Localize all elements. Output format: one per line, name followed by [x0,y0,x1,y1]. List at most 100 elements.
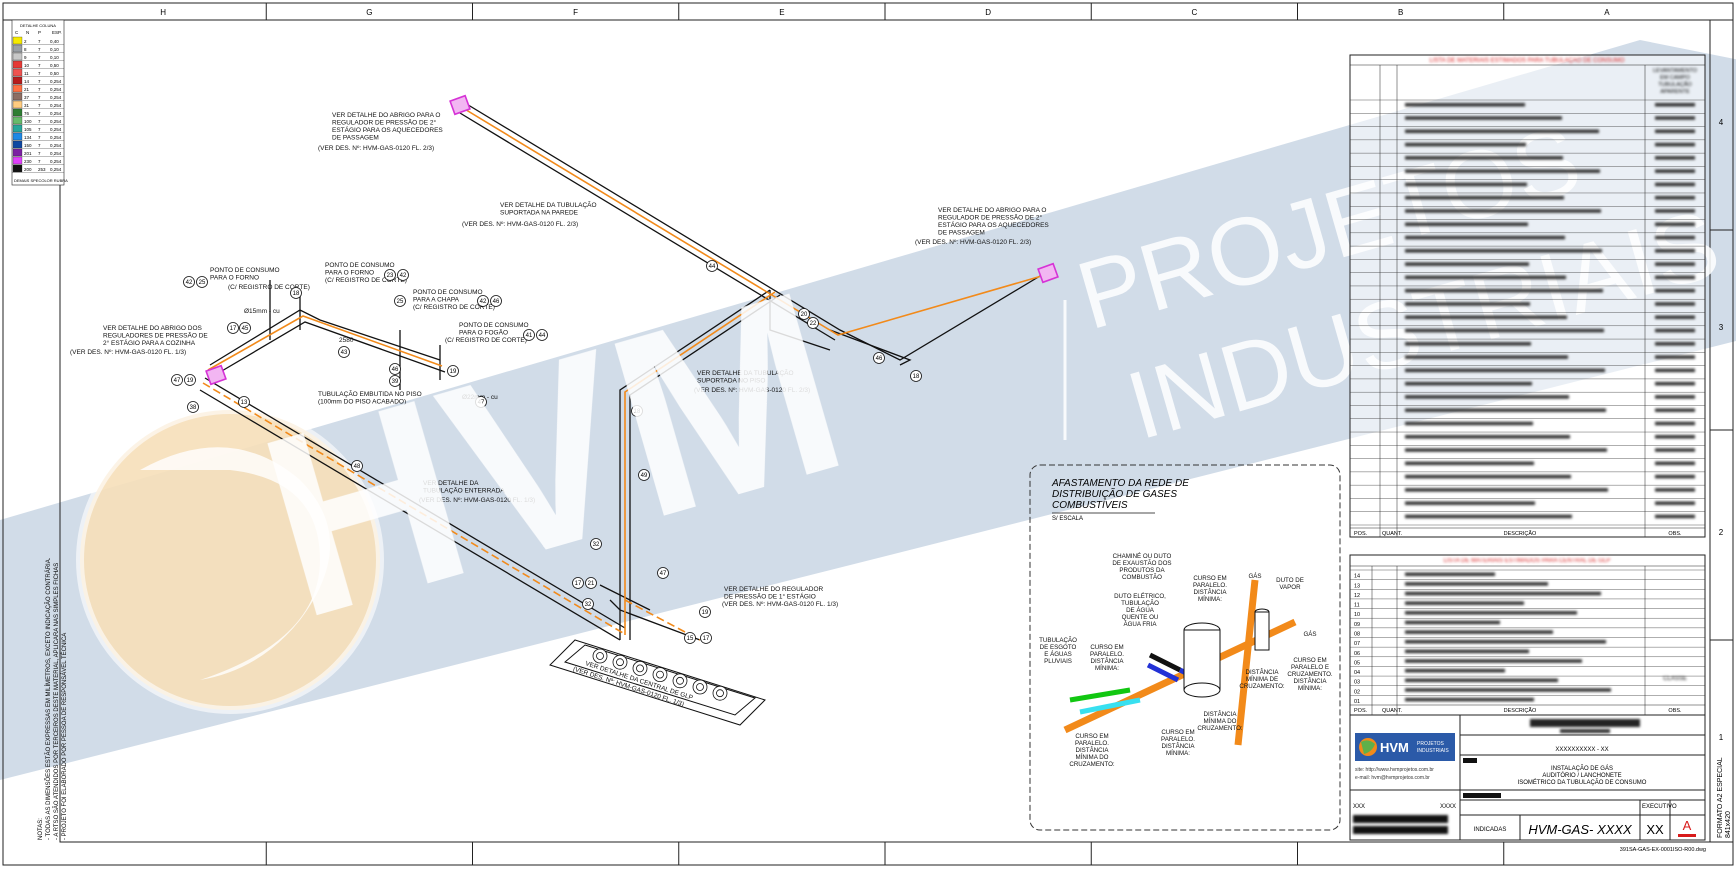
label-distancia-cruzamento-mid: MÍNIMA DE [1246,676,1278,683]
reference-balloon [873,352,885,364]
reference-balloon [187,401,199,413]
legend-n: 11 [24,71,29,76]
reference-balloon [523,329,535,341]
legend-p: 7 [38,63,41,68]
materials-top-row-desc [1405,156,1563,160]
legend-esp: 0,254 [50,103,62,108]
label-curso-paralelo-top: CURSO EM [1193,575,1226,582]
watermark-background [0,40,1736,780]
reference-balloon [397,269,409,281]
materials-top-row-obs [1655,514,1695,519]
materials-top-row-obs [1655,288,1695,293]
callout-tubulacao-enterrada-ref: (VER DES. Nº: HVM-GAS-0120 FL. 1/3) [419,497,535,504]
materials-top-col-header: TUBULAÇÃO [1658,81,1692,88]
logo-hvm: HVM [1380,740,1409,755]
materials-top-row-desc [1405,328,1604,333]
materials-bottom-row-desc [1405,582,1548,586]
callout-abrigo-top: VER DETALHE DO ABRIGO PARA O [332,112,440,119]
label-curso-paralelo-top: PARALELO. [1193,582,1227,589]
materials-top-row-desc [1405,182,1527,187]
legend-esp: 0,254 [50,159,62,164]
label-duto-eletrico: ÁGUA FRIA [1123,621,1157,628]
label-curso-bottom-mid: PARALELO. [1161,736,1195,743]
materials-bottom-row-desc [1405,630,1553,634]
reference-balloon [171,374,183,386]
materials-bottom-pos: 08 [1354,632,1360,638]
materials-top-col-header: APARENTE [1660,89,1690,95]
reference-balloon [394,295,406,307]
materials-top-row-desc [1405,448,1607,452]
callout-abrigo-top: REGULADOR DE PRESSÃO DE 2° [332,118,436,127]
materials-top-row-desc [1405,275,1566,280]
materials-bottom-row-desc [1405,572,1495,576]
legend-esp: 0,254 [50,127,62,132]
legend-p: 253 [38,167,46,172]
balloon-number: 17 [703,636,710,642]
grid-column-label: H [160,8,166,17]
description-line: INSTALAÇÃO DE GÁS [1551,765,1613,772]
materials-bottom-pos: 13 [1354,583,1360,589]
materials-top-row-desc [1405,501,1535,505]
materials-top-row-obs [1655,461,1695,466]
materials-bottom-row-desc [1405,620,1500,625]
dim-2580: 2580 [339,337,354,344]
note-line: - PROJETO FOI ELABORADO POR PESSOA DE RE… [61,633,68,840]
balloon-number: 25 [397,299,404,305]
label-chamine: DE EXAUSTÃO DOS [1112,560,1171,567]
legend-n: 10 [24,63,30,68]
legend-esp: 0,254 [50,79,62,84]
legend-esp: 0,254 [50,111,62,116]
materials-bottom-header: POS. [1354,708,1368,714]
legend-swatch [12,124,23,133]
legend-swatch [12,116,23,125]
materials-bottom-pos: 14 [1354,574,1360,580]
materials-top-row-desc [1405,222,1528,227]
label-curso-paralelo-top: DISTÂNCIA [1193,589,1227,596]
afastamento-scale: S/ ESCALA [1052,516,1083,522]
materials-bottom-pos: 02 [1354,689,1360,695]
legend-p: 7 [38,47,41,52]
materials-table-glp: LISTA DE MATERIAIS ESTIMADOS PARA CENTRA… [1349,554,1706,716]
reference-balloon [585,577,597,589]
materials-bottom-row-desc [1405,591,1601,596]
callout-ponto-fogao: PONTO DE CONSUMO [459,322,529,329]
materials-top-row-desc [1405,355,1568,359]
materials-bottom-row-desc [1405,688,1611,692]
materials-top-row-desc [1405,103,1525,107]
legend-p: 7 [38,79,41,84]
balloon-number: 18 [913,374,920,380]
label-tubulacao-esgoto: DE ESGOTO [1040,644,1077,651]
materials-top-row-obs [1655,381,1695,386]
materials-bottom-row-desc [1405,601,1524,605]
legend-esp: 0,254 [50,95,62,100]
materials-bottom-row-desc [1405,678,1558,683]
glp-cylinder-icon [692,679,708,695]
site-url: site: http://www.hvmprojetos.com.br [1355,767,1434,773]
materials-top-row-desc [1405,514,1572,519]
callout-abrigo-left: 2° ESTÁGIO PARA A COZINHA [103,338,196,347]
materials-top-row-obs [1655,222,1695,227]
legend-p: 7 [38,135,41,140]
glp-cylinder-icon [676,676,684,685]
note-line: NOTAS: [38,818,44,840]
label-distancia-cruzamento-low: DISTÂNCIA [1203,711,1237,718]
balloon-number: 15 [687,636,694,642]
legend-p: 7 [38,103,41,108]
materials-top-row-desc [1405,488,1608,492]
reference-balloon [582,598,594,610]
format-size: 841x420 [1725,811,1732,838]
reference-balloon [351,460,363,472]
reference-balloon [798,308,810,320]
balloon-number: 47 [660,571,667,577]
afastamento-title-line: DISTRIBUIÇÃO DE GASES [1052,487,1177,500]
label-gas-top: GÁS [1248,573,1261,580]
materials-top-row-obs [1655,302,1695,306]
legend-header: N [26,30,29,35]
logo-sub: INDUSTRIAIS [1417,748,1449,754]
reference-balloon [706,260,718,272]
label-duto-eletrico: DE ÁGUA [1126,607,1155,614]
legend-n: 200 [24,167,32,172]
label-curso-paralelo-top: MÍNIMA: [1198,596,1222,603]
